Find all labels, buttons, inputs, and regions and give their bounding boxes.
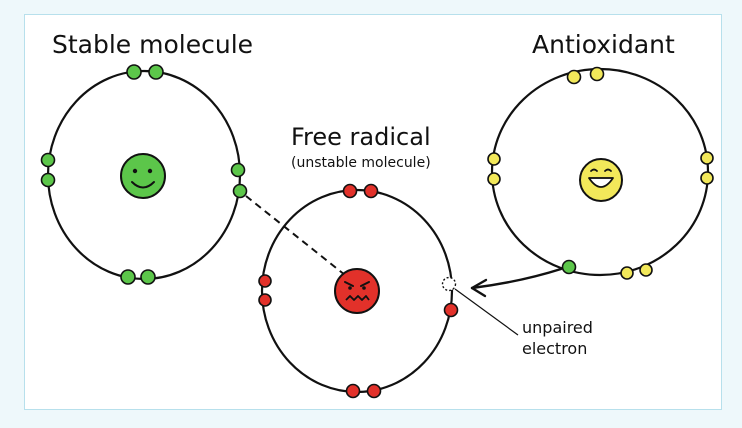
radical-electron xyxy=(258,293,272,307)
radical-electron xyxy=(258,274,272,288)
unpaired-electron-slot xyxy=(441,276,457,292)
stable-molecule-label: Stable molecule xyxy=(52,30,253,59)
stable-electron xyxy=(40,152,56,168)
radical-electron xyxy=(345,383,361,399)
stable-molecule xyxy=(40,64,248,285)
antioxidant-electron xyxy=(639,263,653,277)
free-radical xyxy=(258,183,459,399)
radical-electron xyxy=(363,183,379,199)
free-radical-sublabel: (unstable molecule) xyxy=(291,155,431,171)
antioxidant-label: Antioxidant xyxy=(532,30,675,59)
stable-electron xyxy=(120,269,136,285)
antioxidant-electron xyxy=(589,66,605,82)
donated-electron xyxy=(561,259,577,275)
antioxidant-electron xyxy=(487,172,501,186)
antioxidant-electron xyxy=(620,266,634,280)
stable-electron xyxy=(126,64,142,80)
stable-electron xyxy=(148,64,164,80)
free-radical-label: Free radical xyxy=(291,123,431,151)
dashed-connector xyxy=(245,195,346,276)
antioxidant-electron xyxy=(700,171,714,185)
unpaired-pointer-line xyxy=(454,288,519,336)
diagram-panel xyxy=(24,14,722,410)
electron-transfer-arrow xyxy=(470,267,563,298)
stable-electron xyxy=(232,183,248,199)
antioxidant-electron xyxy=(700,151,714,165)
unpaired-label-line1: unpaired xyxy=(522,318,593,337)
unpaired-label-line2: electron xyxy=(522,339,587,358)
stable-electron xyxy=(230,162,246,178)
smiling-face-icon xyxy=(120,153,166,199)
antioxidant-electron xyxy=(566,69,582,85)
antioxidant-electron xyxy=(487,152,501,166)
stable-electron xyxy=(40,172,56,188)
stable-electron xyxy=(140,269,156,285)
radical-electron xyxy=(443,302,459,318)
grinning-face-icon xyxy=(579,158,623,202)
antioxidant xyxy=(487,66,714,280)
angry-face-icon xyxy=(334,268,380,314)
radical-electron xyxy=(366,383,382,399)
radical-electron xyxy=(342,183,358,199)
